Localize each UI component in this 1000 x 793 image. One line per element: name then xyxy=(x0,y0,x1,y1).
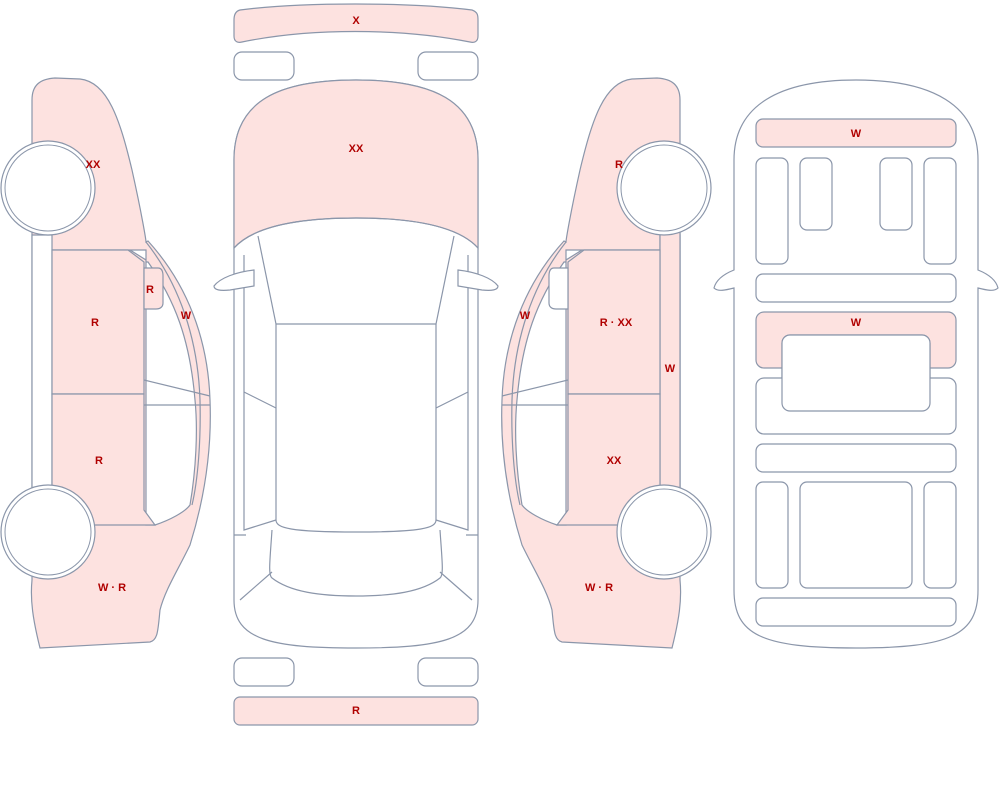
right-tail-light xyxy=(417,657,479,687)
rear-floor-pan xyxy=(799,481,913,589)
hood-code: XX xyxy=(349,143,364,155)
rear-tail-panel xyxy=(755,597,957,627)
front-bumper[interactable] xyxy=(233,3,479,43)
front-crossmember-code: W xyxy=(851,128,862,140)
left-window-line xyxy=(143,379,211,406)
left-side-view: XX R W R R W · R xyxy=(0,77,211,649)
right-front-door-code: R · XX xyxy=(600,317,633,329)
left-front-rail xyxy=(755,157,789,265)
rear-bumper-code: R xyxy=(352,705,360,717)
left-rear-wheel-rim xyxy=(4,488,92,576)
top-cabin-line xyxy=(233,217,479,249)
left-front-fender-code: XX xyxy=(86,159,101,171)
right-mirror xyxy=(548,267,569,310)
right-headlight xyxy=(417,51,479,81)
top-a-pillars xyxy=(257,235,455,325)
top-roof xyxy=(275,324,437,533)
left-headlight xyxy=(233,51,295,81)
top-right-mirror xyxy=(457,269,499,291)
left-mirror[interactable] xyxy=(143,267,164,310)
right-front-wheel-rim xyxy=(620,144,708,232)
rear-bumper[interactable] xyxy=(233,696,479,726)
left-rear-rail xyxy=(755,481,789,589)
rear-crossmember xyxy=(755,443,957,473)
left-tail-light xyxy=(233,657,295,687)
right-a-pillar-code: W xyxy=(520,310,531,322)
top-left-mirror xyxy=(213,269,255,291)
center-tunnel-overlay xyxy=(781,334,931,412)
left-front-door-code: R xyxy=(91,317,99,329)
left-front-inner xyxy=(799,157,833,231)
left-mirror-code: R xyxy=(146,284,154,296)
left-front-wheel-rim xyxy=(4,144,92,232)
right-rear-wheel-rim xyxy=(620,488,708,576)
right-rear-door-code: XX xyxy=(607,455,622,467)
top-left-pillar xyxy=(234,255,277,536)
front-subframe xyxy=(755,273,957,303)
top-view: X XX R xyxy=(213,3,499,726)
left-rear-door-code: R xyxy=(95,455,103,467)
right-front-inner xyxy=(879,157,913,231)
front-bumper-code: X xyxy=(352,15,360,27)
top-rear-window xyxy=(269,529,443,597)
right-rocker-code: W xyxy=(665,363,676,375)
right-side-view xyxy=(501,77,712,649)
front-crossmember[interactable] xyxy=(755,118,957,148)
underbody-view: W W xyxy=(713,79,999,649)
right-rear-rail xyxy=(923,481,957,589)
right-rear-quarter-code: W · R xyxy=(585,582,613,594)
top-side-mirrors xyxy=(243,391,469,409)
left-a-pillar-code: W xyxy=(181,310,192,322)
top-right-pillar xyxy=(435,255,478,536)
top-rear-corners xyxy=(239,571,473,601)
left-front-door[interactable] xyxy=(51,249,145,395)
right-front-fender-code: R xyxy=(615,159,623,171)
right-front-door[interactable] xyxy=(567,249,661,395)
center-crossmember-code: W xyxy=(851,317,862,329)
right-side-codes: R W R · XX W XX W · R xyxy=(520,159,676,594)
left-rear-quarter-code: W · R xyxy=(98,582,126,594)
right-front-rail xyxy=(923,157,957,265)
right-window-line xyxy=(501,379,569,406)
